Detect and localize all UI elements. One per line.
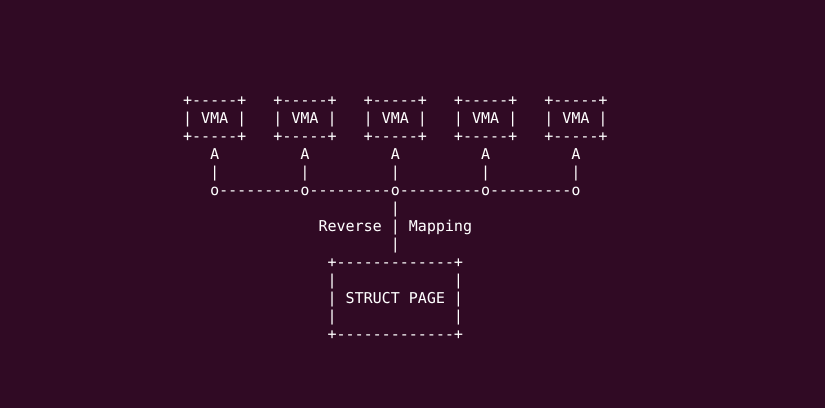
reverse-mapping-ascii-diagram: +-----+ +-----+ +-----+ +-----+ +-----+ … — [183, 91, 608, 343]
